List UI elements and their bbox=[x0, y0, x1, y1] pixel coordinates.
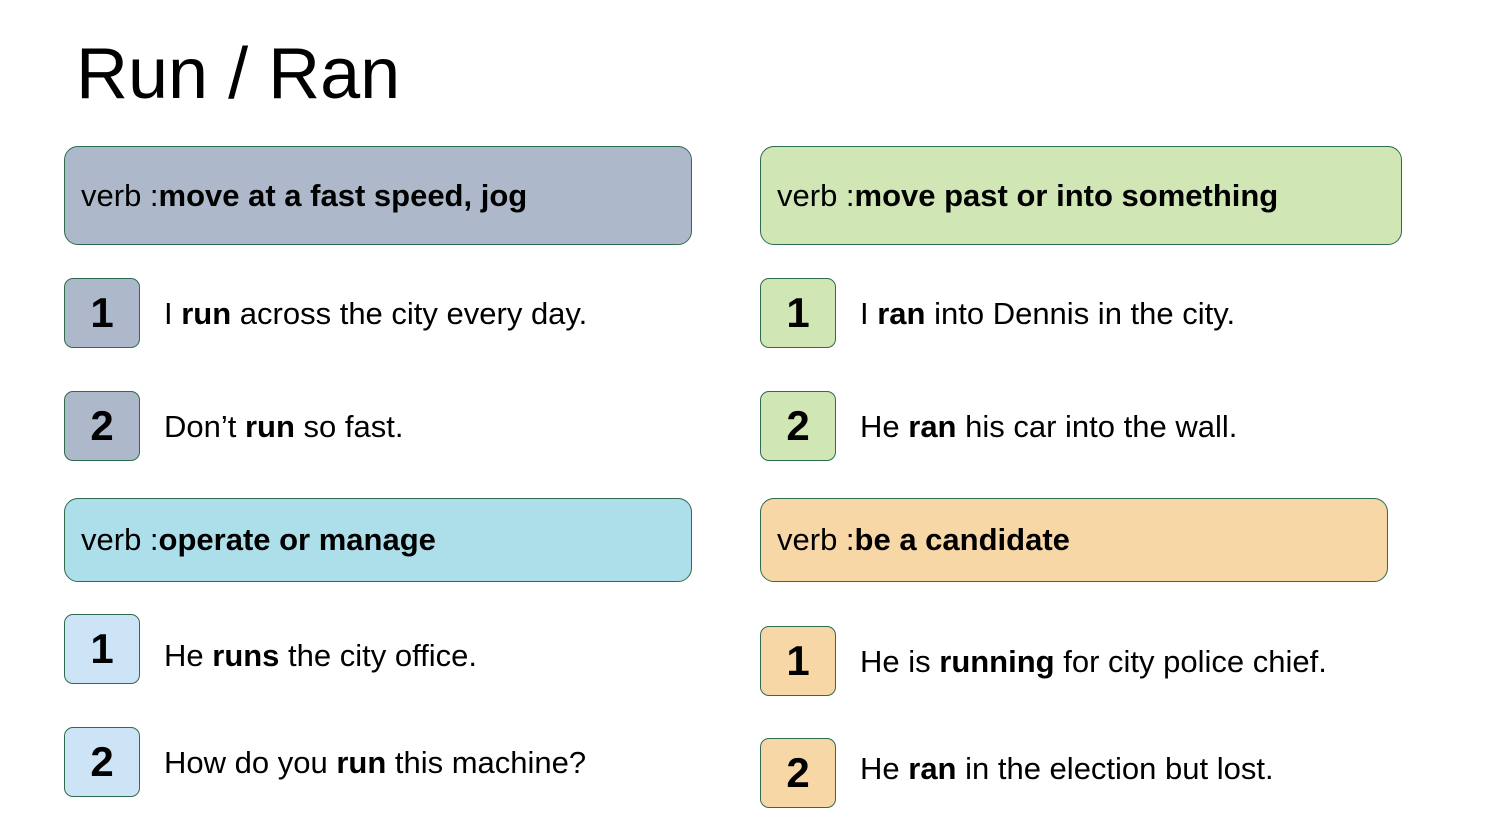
definition-prefix: verb : bbox=[81, 177, 159, 213]
sentence-text: He bbox=[164, 638, 213, 673]
example-sentence: He ran his car into the wall. bbox=[860, 411, 1237, 442]
example-sentence: He ran in the election but lost. bbox=[860, 753, 1274, 784]
sentence-text: How do you bbox=[164, 745, 337, 780]
sentence-text: He is bbox=[860, 644, 940, 679]
sentence-text: the city office. bbox=[279, 638, 478, 673]
example-number-badge: 2 bbox=[64, 391, 140, 461]
example-sentence: He runs the city office. bbox=[164, 640, 477, 671]
definition-box-operate: verb : operate or manage bbox=[64, 498, 692, 582]
sentence-text: Don’t bbox=[164, 409, 245, 444]
sentence-text: across the city every day. bbox=[231, 296, 588, 331]
sentence-text: this machine? bbox=[386, 745, 587, 780]
sentence-keyword: ran bbox=[908, 751, 957, 786]
sentence-keyword: run bbox=[336, 745, 387, 780]
sentence-text: I bbox=[860, 296, 878, 331]
example-sentence: I run across the city every day. bbox=[164, 298, 587, 329]
definition-box-move-into: verb : move past or into something bbox=[760, 146, 1402, 245]
definition-prefix: verb : bbox=[81, 522, 159, 557]
sentence-text: in the election but lost. bbox=[956, 751, 1274, 786]
example-number-badge: 1 bbox=[64, 278, 140, 348]
sentence-keyword: ran bbox=[908, 409, 957, 444]
definition-text: move at a fast speed, jog bbox=[158, 177, 528, 213]
definition-box-move-fast: verb : move at a fast speed, jog bbox=[64, 146, 692, 245]
example-number-badge: 2 bbox=[760, 738, 836, 808]
definition-text: move past or into something bbox=[854, 177, 1279, 213]
sentence-keyword: ran bbox=[877, 296, 926, 331]
example-number-badge: 1 bbox=[760, 626, 836, 696]
page-title: Run / Ran bbox=[76, 34, 401, 114]
sentence-keyword: run bbox=[181, 296, 232, 331]
definition-prefix: verb : bbox=[777, 522, 855, 557]
sentence-text: I bbox=[164, 296, 182, 331]
sentence-text: his car into the wall. bbox=[956, 409, 1238, 444]
sentence-text: for city police chief. bbox=[1054, 644, 1327, 679]
example-number-badge: 1 bbox=[760, 278, 836, 348]
sentence-text: He bbox=[860, 409, 909, 444]
definition-text: be a candidate bbox=[854, 522, 1070, 557]
example-sentence: Don’t run so fast. bbox=[164, 411, 403, 442]
example-sentence: I ran into Dennis in the city. bbox=[860, 298, 1235, 329]
sentence-keyword: runs bbox=[212, 638, 280, 673]
definition-box-candidate: verb : be a candidate bbox=[760, 498, 1388, 582]
example-number-badge: 2 bbox=[64, 727, 140, 797]
sentence-text: so fast. bbox=[294, 409, 404, 444]
example-sentence: How do you run this machine? bbox=[164, 747, 586, 778]
example-number-badge: 1 bbox=[64, 614, 140, 684]
sentence-text: into Dennis in the city. bbox=[925, 296, 1236, 331]
definition-prefix: verb : bbox=[777, 177, 855, 213]
sentence-keyword: run bbox=[244, 409, 295, 444]
definition-text: operate or manage bbox=[158, 522, 436, 557]
example-number-badge: 2 bbox=[760, 391, 836, 461]
sentence-text: He bbox=[860, 751, 909, 786]
example-sentence: He is running for city police chief. bbox=[860, 646, 1327, 677]
sentence-keyword: running bbox=[939, 644, 1055, 679]
